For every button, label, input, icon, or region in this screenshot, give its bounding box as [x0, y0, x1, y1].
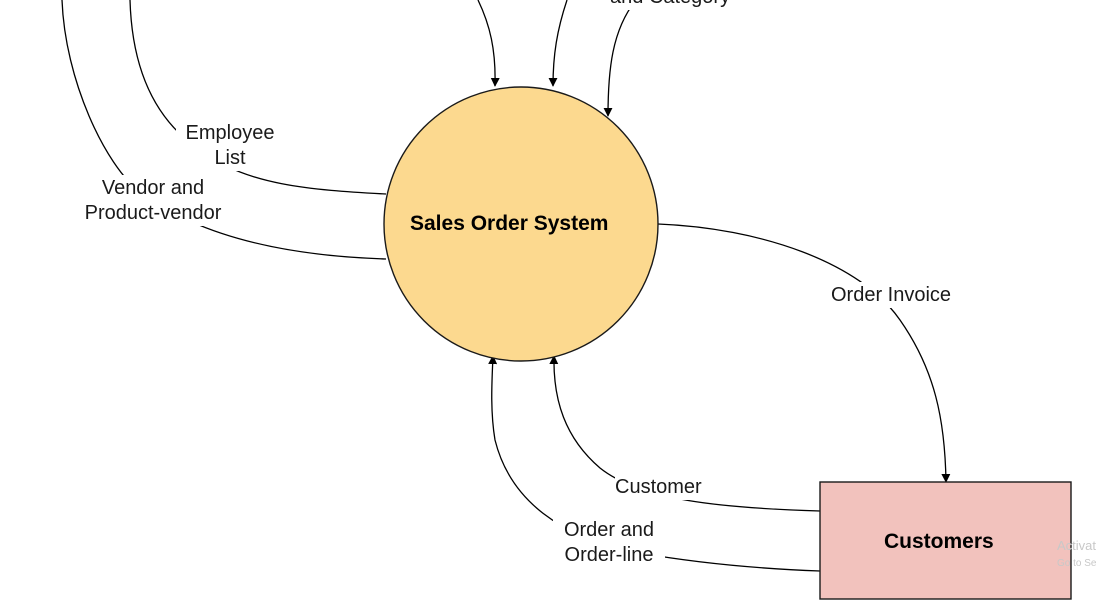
flow-label-vendor-line2: Product-vendor	[84, 202, 222, 224]
flow-label-order-invoice: Order Invoice	[831, 282, 952, 308]
flow-order-invoice	[657, 223, 951, 483]
sales-order-system-process	[383, 86, 659, 362]
flow-label-order-line: Order and Order-line	[553, 517, 665, 568]
process-label: Sales Order System	[410, 212, 609, 235]
entity-label: Customers	[884, 530, 994, 553]
flow-label-employee-line2: List	[214, 147, 246, 169]
activation-watermark-line1: Activat	[1057, 538, 1097, 553]
flow-top-2	[548, 0, 568, 87]
flow-label-vendor-line1: Vendor and	[101, 177, 205, 199]
flow-label-customer: Customer	[615, 474, 702, 500]
flow-top-1	[477, 0, 500, 87]
flow-label-category-cut: and Category	[610, 0, 731, 10]
flow-customer	[549, 355, 821, 512]
customers-entity	[819, 481, 1072, 600]
flow-label-employee-line1: Employee	[185, 122, 275, 144]
activation-watermark-line2: Go to Se	[1057, 558, 1097, 569]
flow-label-employee-list: Employee List	[176, 120, 284, 171]
flow-top-3-category	[603, 0, 637, 117]
flow-label-order-line1: Order and	[563, 519, 655, 541]
flow-label-vendor: Vendor and Product-vendor	[70, 175, 236, 226]
flow-label-order-line2: Order-line	[564, 544, 654, 566]
